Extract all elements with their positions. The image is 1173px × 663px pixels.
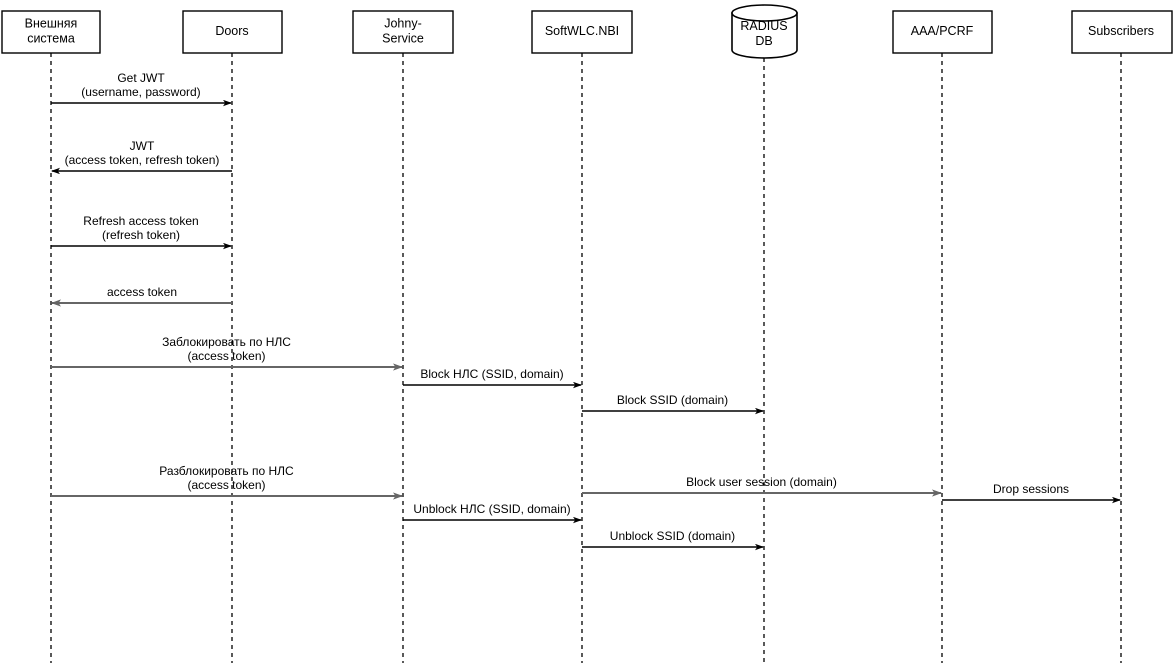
message-m7[interactable]: Block SSID (domain) — [582, 393, 764, 415]
message-m11[interactable]: Unblock НЛС (SSID, domain) — [403, 502, 582, 524]
message-m4[interactable]: access token — [51, 285, 232, 307]
participant-box — [182, 10, 283, 54]
participant-subscribers[interactable]: Subscribers — [1071, 10, 1173, 54]
message-m5[interactable]: Заблокировать по НЛС(access token) — [51, 335, 403, 371]
participant-label: SoftWLC.NBI — [545, 24, 619, 38]
message-m12[interactable]: Unblock SSID (domain) — [582, 529, 764, 551]
message-m10[interactable]: Drop sessions — [942, 482, 1121, 504]
message-m1[interactable]: Get JWT(username, password) — [51, 71, 232, 107]
participant-label: Doors — [215, 24, 248, 38]
participant-softwlc[interactable]: SoftWLC.NBI — [531, 10, 633, 54]
message-label: Block НЛС (SSID, domain) — [420, 367, 563, 381]
lifelines-layer — [50, 53, 1122, 663]
message-label: JWT(access token, refresh token) — [65, 139, 220, 167]
message-m3[interactable]: Refresh access token(refresh token) — [51, 214, 232, 250]
participant-johny[interactable]: Johny-Service — [352, 10, 454, 54]
message-m2[interactable]: JWT(access token, refresh token) — [51, 139, 232, 175]
message-label: Unblock НЛС (SSID, domain) — [413, 502, 570, 516]
message-label: Разблокировать по НЛС(access token) — [159, 464, 294, 492]
message-m9[interactable]: Block user session (domain) — [582, 475, 942, 497]
message-label: Unblock SSID (domain) — [610, 529, 735, 543]
participant-box — [1, 10, 101, 54]
participant-box — [1071, 10, 1173, 54]
participant-label: Johny-Service — [382, 17, 424, 46]
participant-label: AAA/PCRF — [911, 24, 974, 38]
participant-box — [892, 10, 993, 54]
database-icon — [731, 4, 798, 59]
participant-label: Subscribers — [1088, 24, 1154, 38]
message-label: access token — [107, 285, 177, 299]
message-m6[interactable]: Block НЛС (SSID, domain) — [403, 367, 582, 389]
message-label: Get JWT(username, password) — [81, 71, 200, 99]
messages-layer: Get JWT(username, password) JWT(access to… — [51, 71, 1121, 551]
message-label: Refresh access token(refresh token) — [83, 214, 198, 242]
message-label: Block SSID (domain) — [617, 393, 728, 407]
message-label: Заблокировать по НЛС(access token) — [162, 335, 291, 363]
participant-box — [531, 10, 633, 54]
message-m8[interactable]: Разблокировать по НЛС(access token) — [51, 464, 403, 500]
participant-box — [352, 10, 454, 54]
message-label: Block user session (domain) — [686, 475, 837, 489]
participant-aaapcrf[interactable]: AAA/PCRF — [892, 10, 993, 54]
message-label: Drop sessions — [993, 482, 1069, 496]
participant-doors[interactable]: Doors — [182, 10, 283, 54]
